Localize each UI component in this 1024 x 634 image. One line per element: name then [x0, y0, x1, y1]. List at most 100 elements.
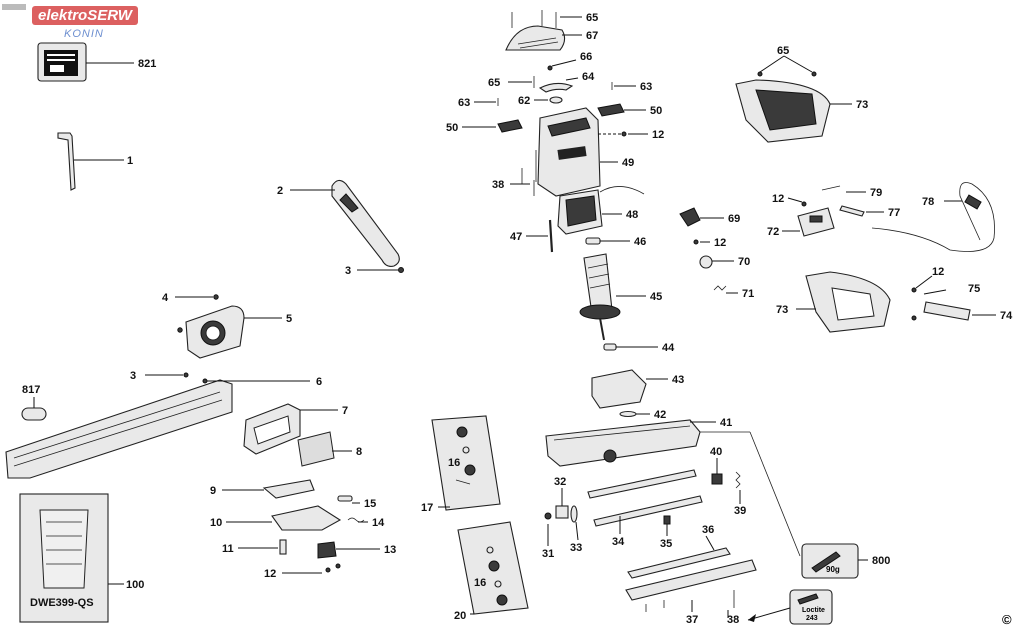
part-8-window[interactable] — [297, 431, 352, 467]
part-2-side-handle[interactable] — [290, 179, 400, 267]
watermark-logo: elektroSERW KONIN — [2, 2, 162, 42]
callout-37: 37 — [686, 614, 698, 626]
part-79-terminal[interactable] — [821, 185, 866, 193]
part-63-screw-right[interactable] — [611, 82, 636, 90]
callout-64: 64 — [582, 71, 595, 83]
part-12-screw-housing[interactable] — [598, 131, 648, 137]
part-73-handle-half-top[interactable] — [735, 79, 852, 143]
callout-5: 5 — [286, 313, 292, 325]
part-67-top-cover[interactable] — [505, 25, 582, 51]
part-36-blade-holder[interactable] — [627, 535, 731, 579]
callout-12-upper-switch: 12 — [772, 193, 784, 205]
part-38-screws-housing[interactable] — [510, 168, 535, 196]
part-12-screw-handle[interactable] — [911, 275, 933, 321]
part-12-screw-switch[interactable] — [693, 239, 710, 245]
callout-8: 8 — [356, 446, 362, 458]
callout-77: 77 — [888, 207, 900, 219]
callout-4: 4 — [162, 292, 169, 304]
part-11-bolt[interactable] — [238, 539, 287, 555]
part-10-base-bracket[interactable] — [226, 505, 342, 531]
part-35-key[interactable] — [663, 515, 671, 536]
part-32-bush[interactable] — [555, 488, 569, 519]
callout-12-base: 12 — [264, 568, 276, 580]
part-71-spring[interactable] — [713, 285, 738, 294]
part-62-washer[interactable] — [534, 96, 563, 104]
callout-69: 69 — [728, 213, 740, 225]
callout-3-lower: 3 — [130, 370, 136, 382]
part-69-switch-lever[interactable] — [679, 207, 724, 227]
part-45-armature[interactable] — [579, 253, 646, 341]
part-66-screw[interactable] — [547, 59, 577, 71]
part-65-screws-top[interactable] — [511, 10, 582, 28]
part-12-screws-base[interactable] — [282, 563, 341, 574]
part-50-brush-holder-right[interactable] — [597, 103, 646, 117]
callout-20: 20 — [454, 610, 466, 622]
part-74-cord-guard[interactable] — [923, 301, 996, 321]
part-39-spring-pin[interactable] — [735, 471, 741, 504]
part-12-screw-upper-switch[interactable] — [787, 197, 807, 207]
part-64-cap[interactable] — [538, 77, 579, 93]
part-49-motor-housing[interactable] — [535, 107, 618, 197]
part-73-handle-half-bottom[interactable] — [796, 271, 891, 333]
part-46-bearing[interactable] — [585, 237, 630, 245]
callout-11: 11 — [222, 543, 234, 555]
part-50-brush-holder-left[interactable] — [462, 119, 523, 133]
part-33-washer[interactable] — [570, 505, 579, 541]
part-41-gear-base[interactable] — [545, 419, 801, 557]
part-37-base-plate[interactable] — [625, 559, 757, 612]
part-9-clamp-lever[interactable] — [222, 479, 315, 499]
callout-79: 79 — [870, 187, 882, 199]
part-6-guide-rail[interactable] — [5, 372, 310, 479]
part-47-long-bolt[interactable] — [526, 219, 554, 253]
part-70-lock-button[interactable] — [699, 255, 734, 269]
callout-63-right: 63 — [640, 81, 652, 93]
callout-48: 48 — [626, 209, 638, 221]
part-34-plunger-rod[interactable] — [587, 469, 703, 534]
callout-38-housing: 38 — [492, 179, 504, 191]
part-800-grease[interactable] — [801, 543, 868, 579]
part-65-screw-mid[interactable] — [508, 76, 535, 88]
part-5-motor-guard[interactable] — [177, 305, 282, 359]
part-38-screws-base[interactable] — [727, 590, 735, 618]
part-42-seal[interactable] — [619, 410, 650, 418]
part-15-pin[interactable] — [337, 495, 360, 504]
loctite-line1: Loctite — [802, 607, 825, 614]
part-17-plunger-assembly[interactable] — [431, 415, 501, 511]
part-20-plunger-assembly[interactable] — [457, 521, 529, 615]
part-817-slot-cover[interactable] — [21, 397, 47, 421]
callout-65-top: 65 — [586, 12, 598, 24]
callout-66: 66 — [580, 51, 592, 63]
part-1-hex-key[interactable] — [57, 132, 124, 191]
part-821-label-plate[interactable] — [37, 42, 134, 82]
callout-14: 14 — [372, 517, 385, 529]
part-63-screw-left[interactable] — [474, 98, 499, 106]
part-44-bearing[interactable] — [603, 343, 658, 351]
part-65-screws-handle[interactable] — [757, 55, 817, 77]
part-75-bumper[interactable] — [923, 289, 947, 295]
callout-62: 62 — [518, 95, 530, 107]
part-78-power-cord[interactable] — [871, 182, 995, 252]
part-3-screw-upper[interactable] — [357, 267, 404, 273]
part-13-knob[interactable] — [317, 541, 380, 559]
callout-36: 36 — [702, 524, 714, 536]
callout-65-mid: 65 — [488, 77, 500, 89]
part-4-screw[interactable] — [175, 294, 219, 300]
callout-800: 800 — [872, 555, 890, 567]
part-77-wire-clip[interactable] — [839, 205, 884, 217]
part-43-gear-housing[interactable] — [591, 369, 668, 409]
part-100-accessory-kit[interactable] — [19, 493, 124, 623]
callout-32: 32 — [554, 476, 566, 488]
watermark-city: KONIN — [64, 28, 104, 40]
loctite-box[interactable] — [747, 589, 833, 625]
part-14-spring[interactable] — [347, 517, 368, 523]
part-40-block[interactable] — [711, 458, 723, 485]
part-31-nut[interactable] — [544, 512, 552, 546]
kit-label: DWE399-QS — [30, 597, 94, 609]
callout-75: 75 — [968, 283, 980, 295]
part-48-stator-field[interactable] — [557, 186, 645, 235]
callout-38-base: 38 — [727, 614, 739, 626]
callout-34: 34 — [612, 536, 625, 548]
part-72-switch[interactable] — [782, 207, 835, 237]
callout-67: 67 — [586, 30, 598, 42]
part-7-dust-shroud[interactable] — [243, 403, 338, 455]
